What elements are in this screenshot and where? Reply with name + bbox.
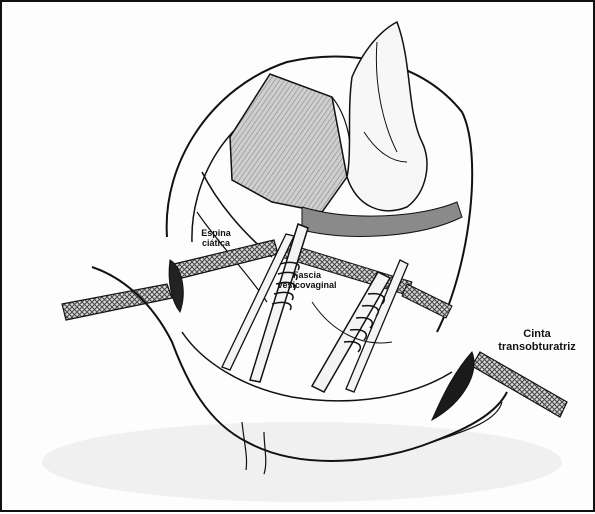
label-espina-ciatica: Espina ciática [186,228,246,249]
right-tape-segment [472,352,567,417]
background-smudge [42,422,562,502]
right-dark-pocket [432,352,474,420]
label-cinta-transobturatriz: Cinta transobturatriz [495,328,579,353]
right-tissue-flap [347,22,427,211]
upper-tissue-flap [230,74,347,212]
right-tape-inner [402,284,452,318]
label-fascia-vesicovaginal: Fascia vesicovaginal [264,270,350,291]
